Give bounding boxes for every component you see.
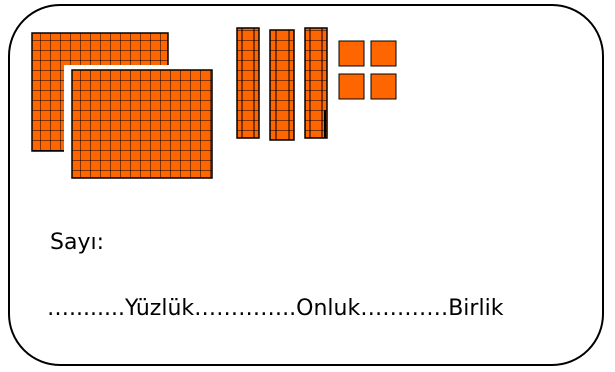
unit-cube-2 [371, 41, 396, 66]
tens-blank[interactable]: ………….. [194, 296, 296, 321]
hundreds-blank[interactable]: …........ [47, 296, 125, 321]
ten-rod-3 [305, 28, 327, 138]
ten-rod-2 [270, 30, 294, 140]
ten-rod-1 [237, 28, 259, 138]
unit-cube-1 [339, 41, 364, 66]
ones-label: Birlik [448, 296, 503, 321]
ones-blank[interactable]: ………… [360, 296, 448, 321]
unit-cube-3 [339, 74, 364, 99]
hundred-flat-2 [72, 70, 212, 178]
place-value-answer-line: …........Yüzlük…………..Onluk…………Birlik [47, 298, 503, 320]
hundreds-label: Yüzlük [125, 296, 194, 321]
unit-cube-4 [371, 74, 396, 99]
tens-label: Onluk [296, 296, 360, 321]
number-label: Sayı: [50, 232, 104, 254]
